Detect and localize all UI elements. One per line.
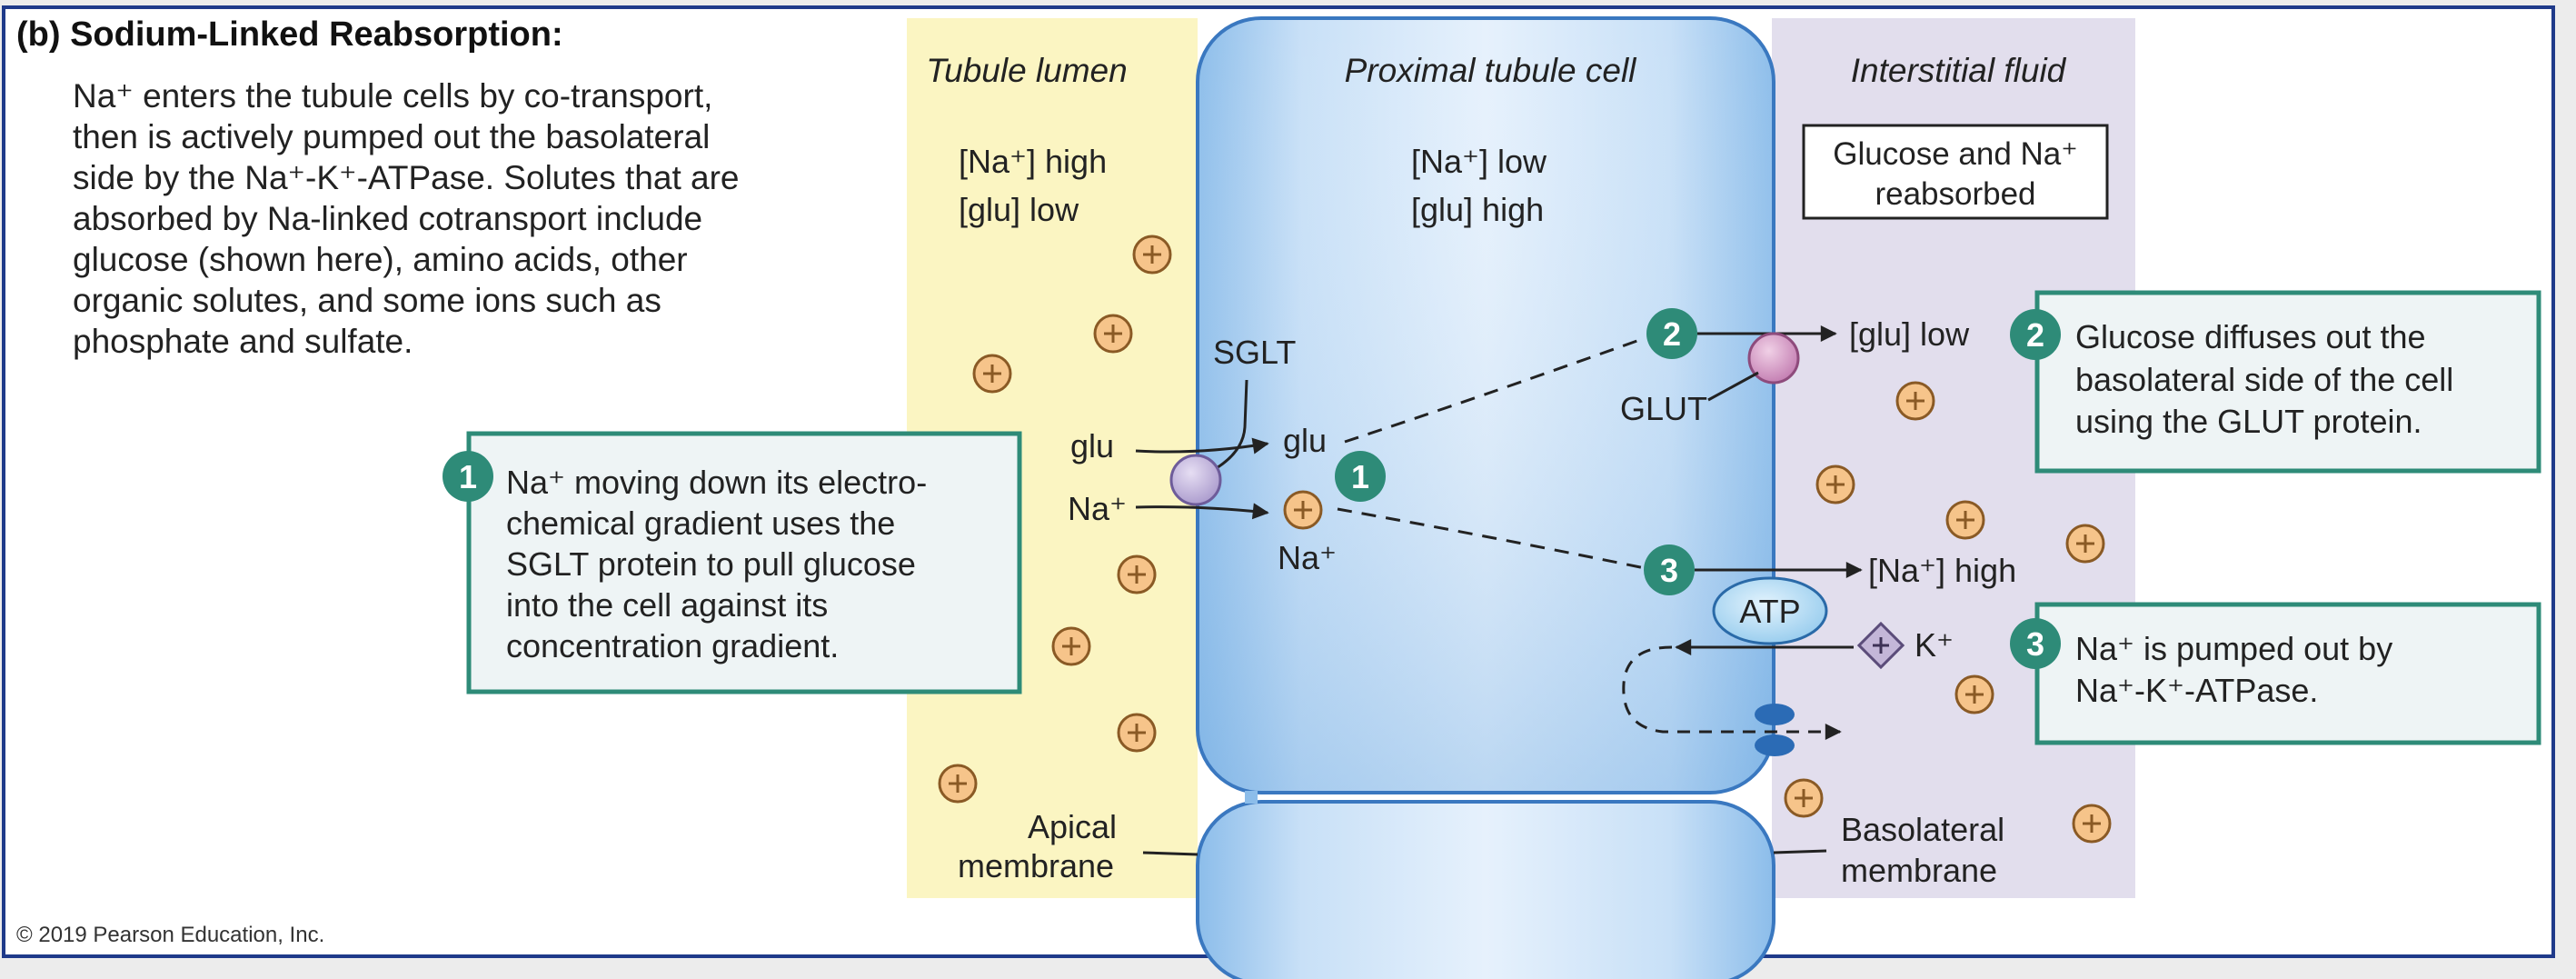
sodium-ions [938,235,2112,844]
k-channel-top [1755,704,1795,725]
sodium-ion [1954,674,1994,714]
step-1-text: concentration gradient. [506,627,839,664]
sodium-ion [972,354,1012,394]
step-1-badge [443,451,493,502]
glu-lumen-label: glu [1070,427,1114,465]
adjacent-cell [1196,800,1775,979]
step-3-text: Na⁺-K⁺-ATPase. [2075,672,2318,709]
na-cell-label: Na⁺ [1278,539,1337,576]
step-2-text: basolateral side of the cell [2075,361,2453,398]
sodium-ion [1815,465,1855,504]
step-3-badge [2010,618,2061,669]
k-label: K⁺ [1915,626,1954,664]
svg-text:2: 2 [1663,315,1681,353]
apical-label: membrane [958,847,1114,884]
reabsorbed-line: reabsorbed [1875,176,2035,212]
intro-line: absorbed by Na-linked cotransport includ… [73,200,702,237]
svg-text:3: 3 [1660,552,1678,589]
k-recycle-path [1622,645,1842,740]
k-channel-bottom [1755,734,1795,756]
sodium-ion [1283,490,1323,530]
glut-label: GLUT [1620,390,1707,427]
sodium-ion [2072,804,2112,844]
step-1-badge-cell: 1 [1335,451,1386,502]
cell-title: Proximal tubule cell [1345,52,1638,89]
sglt-label: SGLT [1213,334,1296,371]
step-1-text: into the cell against its [506,586,828,624]
sodium-ion [1784,778,1824,818]
copyright: © 2019 Pearson Education, Inc. [16,923,324,947]
step-1-text: chemical gradient uses the [506,504,895,542]
glu-entry-arrow [1135,437,1269,455]
glut-protein [1747,332,1800,385]
step-3-callout: 3 Na⁺ is pumped out by Na⁺-K⁺-ATPase. [2010,602,2541,745]
svg-text:3: 3 [2026,625,2044,663]
na-lumen-label: Na⁺ [1068,490,1127,527]
cell-na-conc: [Na⁺] low [1411,143,1547,180]
lumen-glu-conc: [glu] low [959,191,1079,228]
basolateral-label: membrane [1841,852,1997,889]
lumen-title: Tubule lumen [926,52,1127,89]
sodium-ion [1895,381,1935,421]
basolateral-label: Basolateral [1841,811,2004,848]
step-1-callout: 1 Na⁺ moving down its electro- chemical … [443,431,1022,694]
sodium-ion [1945,500,1985,540]
svg-text:1: 1 [459,458,477,495]
glucose-path [1344,336,1646,444]
step-3-text: Na⁺ is pumped out by [2075,630,2392,667]
intro-text: Na⁺ enters the tubule cells by co-transp… [73,77,740,360]
reabsorbed-line: Glucose and Na⁺ [1833,136,2077,172]
step-2-text: using the GLUT protein. [2075,403,2422,440]
sodium-ion [1132,235,1172,275]
intro-line: organic solutes, and some ions such as [73,282,661,319]
sodium-ion [938,764,978,804]
atpase-pump [1712,576,1828,645]
apical-label: Apical [1028,808,1117,845]
sodium-ion [1117,713,1157,753]
glut-leader [1707,371,1759,402]
tight-junction [1245,791,1258,804]
potassium-ion [1856,621,1905,670]
interstitial-title: Interstitial fluid [1851,52,2067,89]
intro-line: side by the Na⁺-K⁺-ATPase. Solutes that … [73,159,740,196]
sodium-ion [1117,554,1157,594]
intro-line: glucose (shown here), amino acids, other [73,241,688,278]
cell-glu-conc: [glu] high [1411,191,1544,228]
step-1-text: Na⁺ moving down its electro- [506,464,927,501]
lumen-na-conc: [Na⁺] high [959,143,1107,180]
apical-leader [1142,851,1198,856]
step-2-badge-cell: 2 [1646,308,1697,359]
intro-line: Na⁺ enters the tubule cells by co-transp… [73,77,712,115]
cell-shade [1199,20,1772,791]
sodium-ion [1051,626,1091,666]
step-2-text: Glucose diffuses out the [2075,318,2426,355]
glu-cell-label: glu [1283,422,1327,459]
svg-text:1: 1 [1351,458,1369,495]
step-3-badge-cell: 3 [1644,544,1695,595]
basolateral-leader [1773,849,1827,854]
sodium-path [1337,507,1646,570]
intro-line: phosphate and sulfate. [73,323,413,360]
na-interstitial-label: [Na⁺] high [1868,552,2016,589]
step-2-callout: 2 Glucose diffuses out the basolateral s… [2010,290,2541,474]
intro-line: then is actively pumped out the basolate… [73,118,710,155]
svg-text:2: 2 [2026,316,2044,354]
step-2-badge [2010,309,2061,360]
glu-interstitial-label: [glu] low [1849,315,1970,353]
atp-label: ATP [1739,593,1800,630]
sodium-ion [1093,314,1133,354]
sglt-protein [1169,454,1222,506]
figure-heading: (b) Sodium-Linked Reabsorption: [16,15,563,54]
na-entry-arrow [1135,503,1269,520]
reabsorbed-box [1802,124,2109,220]
sodium-ion [2065,524,2105,564]
step-1-text: SGLT protein to pull glucose [506,545,916,583]
